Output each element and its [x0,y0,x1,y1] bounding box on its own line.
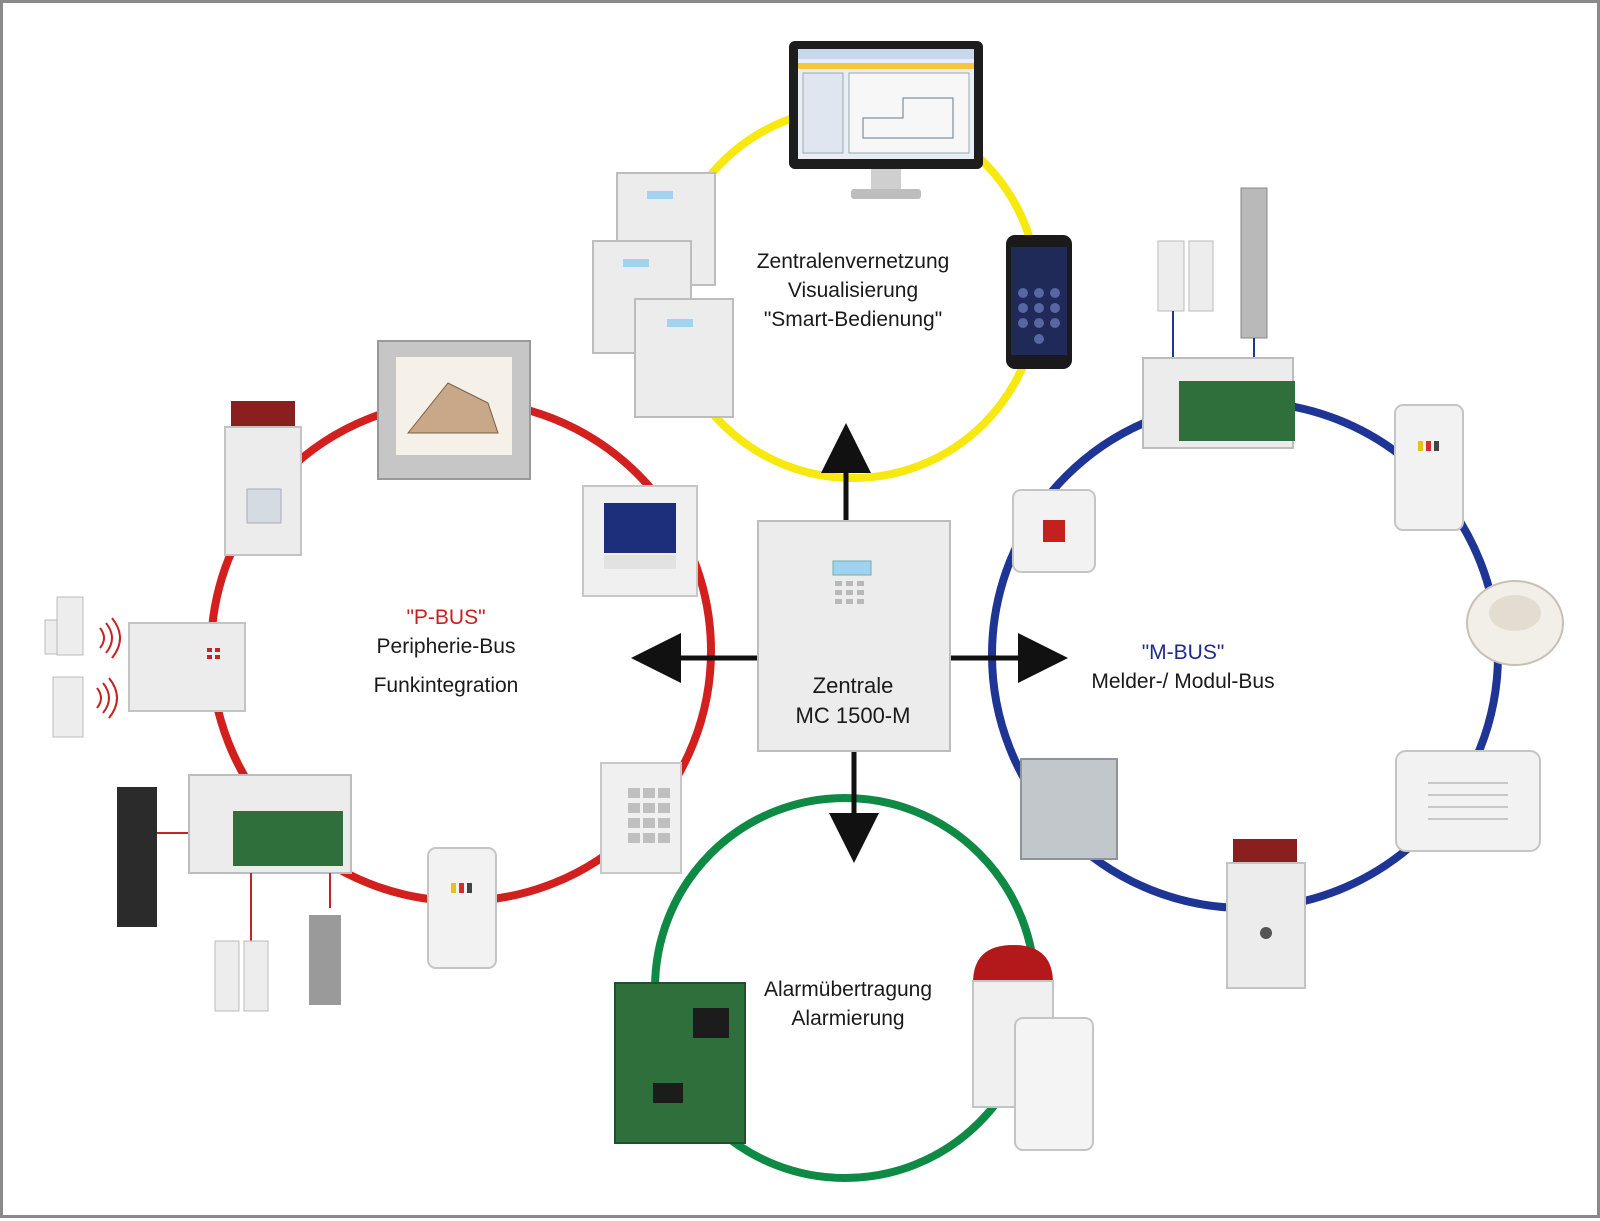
top-label-line3: "Smart-Bedienung" [763,308,943,331]
p-bus-title: "P-BUS" [406,606,486,629]
lock-bolt-icon [117,787,157,927]
monitor-icon [789,41,983,199]
bottom-label: Alarmübertragung Alarmierung [748,975,948,1033]
siren-icon [1226,839,1306,989]
motion-detector-icon [427,847,497,969]
bottom-label-line2: Alarmierung [791,1007,905,1030]
wireless-contacts-icon [44,596,84,738]
center-label: Zentrale MC 1500-M [773,671,933,731]
top-label: Zentralenvernetzung Visualisierung "Smar… [733,247,973,334]
center-label-line2: MC 1500-M [795,703,911,728]
door-strike-icon [1240,187,1268,361]
touch-panel-icon [377,340,531,480]
smartphone-icon [1006,235,1072,369]
left-label: "P-BUS" Peripherie-Bus Funkintegration [346,603,546,700]
keypad-icon [600,762,682,874]
top-label-line1: Zentralenvernetzung [756,250,950,273]
smoke-detector-icon [1466,580,1564,666]
junction-box-icon [1020,758,1118,860]
center-label-line1: Zentrale [812,673,894,698]
motion-detector-icon [1394,404,1464,531]
keypad-icon [835,581,864,604]
diagram-canvas [44,41,1564,1182]
networked-panels [592,172,734,418]
speaker-siren-icon [1395,750,1541,852]
siren-icon [224,401,302,556]
door-contacts-icon [214,940,269,1012]
arrows [631,423,1068,863]
bottom-label-line1: Alarmübertragung [763,978,933,1001]
left-label-line1: Peripherie-Bus [376,635,516,658]
wireless-waves-icon [96,617,121,719]
top-label-line2: Visualisierung [787,279,919,302]
right-label: "M-BUS" Melder-/ Modul-Bus [1068,638,1298,696]
right-label-line1: Melder-/ Modul-Bus [1091,670,1275,693]
keyswitch-icon [309,915,341,1005]
display-keypad-icon [582,485,698,597]
wireless-receiver-icon [128,622,246,712]
manual-call-point-icon [1012,489,1096,573]
m-bus-title: "M-BUS" [1141,641,1225,664]
magnetic-contact-icon [1157,240,1214,358]
transmission-board-icon [614,982,746,1144]
outdoor-siren-icon [972,945,1094,1151]
left-label-line2: Funkintegration [373,674,519,697]
pcb-module-icon [156,774,352,943]
bus-module-icon [1142,357,1295,449]
central-panel [757,520,951,752]
